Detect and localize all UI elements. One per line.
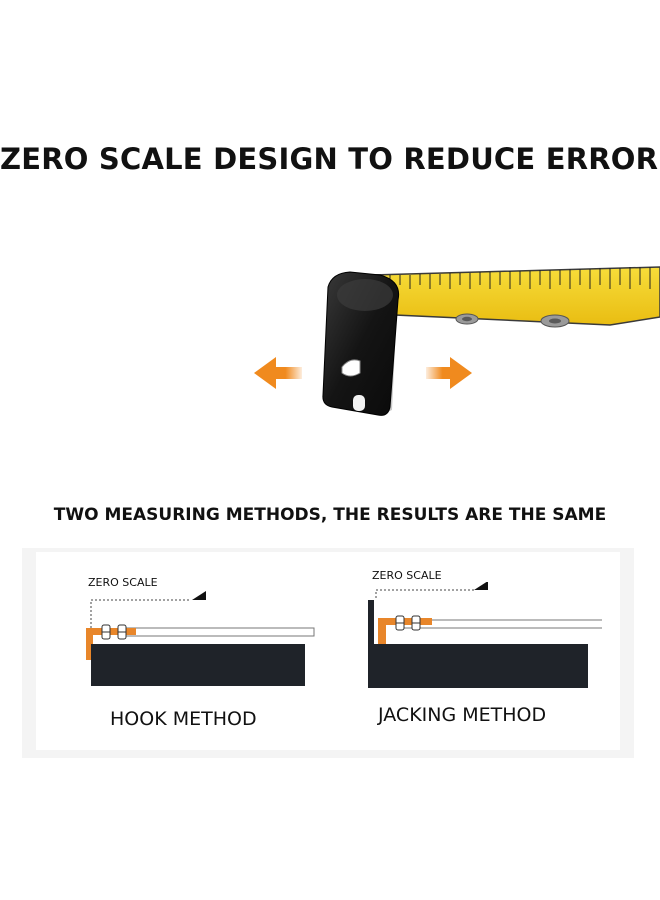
- headline: ZERO SCALE DESIGN TO REDUCE ERRORS: [0, 142, 660, 176]
- subheading: TWO MEASURING METHODS, THE RESULTS ARE T…: [53, 505, 607, 525]
- hook-zero-scale-label: ZERO SCALE: [88, 576, 158, 589]
- hook-method-label: HOOK METHOD: [110, 708, 257, 730]
- arrow-right-icon: [426, 357, 472, 389]
- methods-panel-inner: ZERO SCALE HOOK METHOD ZERO SCALE: [36, 552, 620, 750]
- tape-blade: [368, 266, 660, 328]
- jacking-zero-scale-label: ZERO SCALE: [372, 569, 442, 582]
- methods-panel: ZERO SCALE HOOK METHOD ZERO SCALE: [22, 548, 634, 758]
- tape-hook-icon: [322, 271, 400, 416]
- jacking-method-label: JACKING METHOD: [378, 704, 547, 726]
- arrow-left-icon: [254, 357, 302, 389]
- hook-method-diagram: [86, 591, 315, 686]
- jacking-method-diagram: [368, 582, 602, 688]
- tape-measure-illustration: [254, 266, 660, 416]
